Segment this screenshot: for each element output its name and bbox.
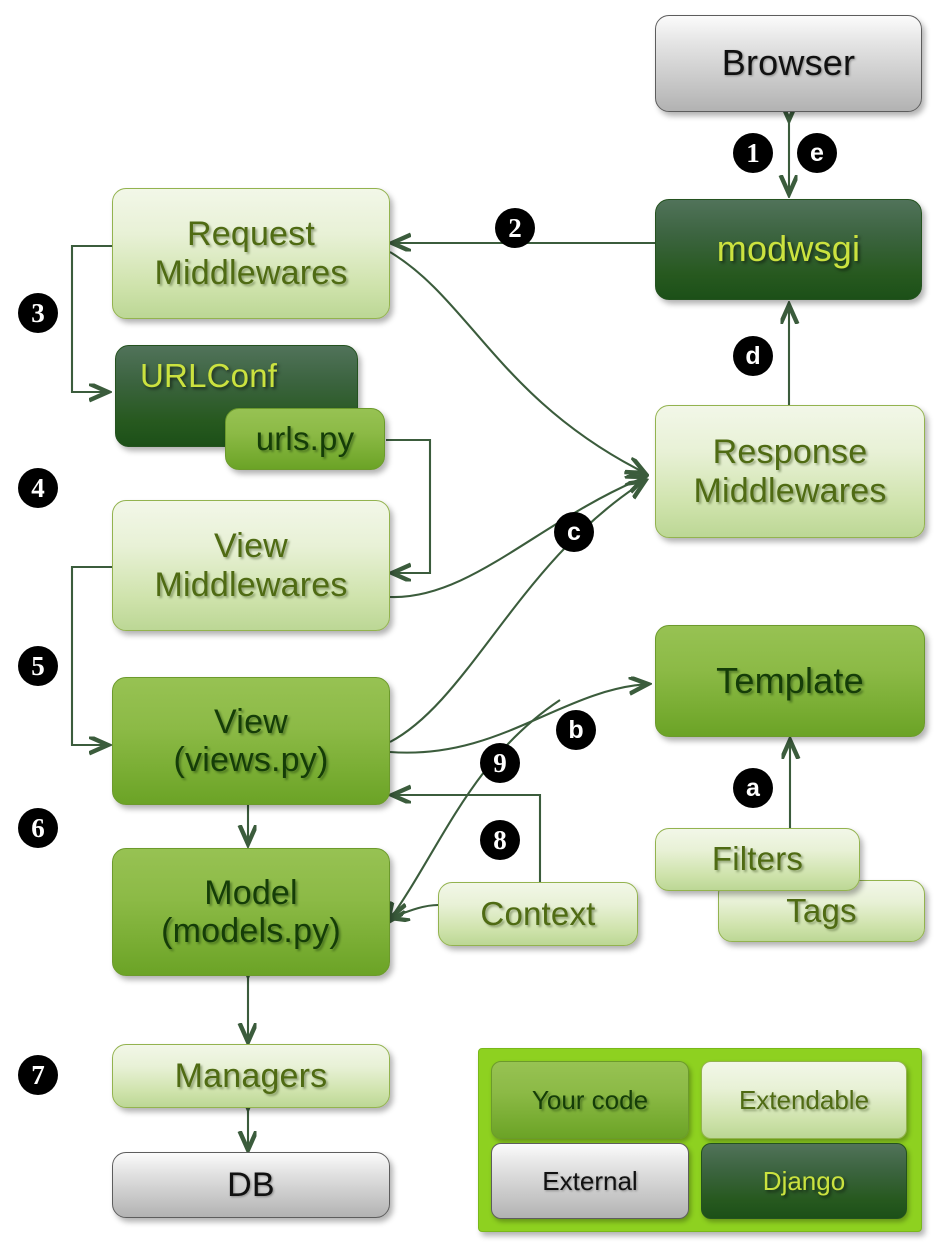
node-filters[interactable]: Filters	[655, 828, 860, 891]
node-model[interactable]: Model (models.py)	[112, 848, 390, 976]
node-managers[interactable]: Managers	[112, 1044, 390, 1108]
legend-item-django-label: Django	[762, 1165, 846, 1196]
node-urlspy-label: urls.py	[255, 419, 355, 457]
node-view[interactable]: View (views.py)	[112, 677, 390, 805]
node-urlspy[interactable]: urls.py	[225, 408, 385, 470]
wire-request-urlconf	[70, 244, 112, 392]
node-modwsgi-label: modwsgi	[716, 228, 861, 270]
wire-viewmw-response	[389, 477, 645, 599]
legend-item-extendable-label: Extendable	[738, 1084, 870, 1115]
badge-c: c	[554, 512, 594, 552]
node-response-middlewares[interactable]: Response Middlewares	[655, 405, 925, 538]
node-context-label: Context	[480, 894, 596, 932]
badge-e: e	[797, 133, 837, 173]
legend-item-your-code-label: Your code	[531, 1084, 649, 1115]
node-filters-label: Filters	[711, 840, 804, 878]
legend-item-external-label: External	[542, 1165, 638, 1196]
legend-item-extendable[interactable]: Extendable	[701, 1061, 907, 1139]
node-template-label: Template	[716, 659, 864, 701]
node-view-middlewares-line2: Middlewares	[154, 565, 348, 604]
node-response-middlewares-line1: Response	[712, 433, 868, 472]
node-managers-label: Managers	[174, 1056, 328, 1095]
node-view-line2: (views.py)	[173, 741, 329, 779]
node-request-middlewares-line2: Middlewares	[154, 253, 348, 292]
node-browser[interactable]: Browser	[655, 15, 922, 112]
legend-item-your-code[interactable]: Your code	[491, 1061, 689, 1139]
node-db-label: DB	[227, 1165, 275, 1204]
badge-1: 1	[733, 133, 773, 173]
node-browser-label: Browser	[721, 42, 856, 84]
node-tags-label: Tags	[786, 891, 857, 929]
node-modwsgi[interactable]: modwsgi	[655, 199, 922, 300]
badge-9: 9	[480, 743, 520, 783]
node-response-middlewares-line2: Middlewares	[693, 471, 887, 510]
legend-item-external[interactable]: External	[491, 1143, 689, 1219]
badge-3: 3	[18, 293, 58, 333]
wire-viewmw-view	[70, 565, 112, 745]
node-model-line2: (models.py)	[161, 912, 341, 950]
node-view-line1: View	[214, 702, 288, 741]
badge-2: 2	[495, 208, 535, 248]
wire-view-response	[389, 481, 645, 743]
node-request-middlewares-line1: Request	[186, 215, 316, 254]
node-view-middlewares-line1: View	[214, 527, 288, 566]
badge-5: 5	[18, 646, 58, 686]
badge-6: 6	[18, 808, 58, 848]
wire-view-template	[389, 684, 648, 754]
node-urlconf-label: URLConf	[140, 357, 278, 394]
node-request-middlewares[interactable]: Request Middlewares	[112, 188, 390, 319]
legend-item-django[interactable]: Django	[701, 1143, 907, 1219]
wire-context-model	[390, 905, 439, 918]
badge-4: 4	[18, 468, 58, 508]
node-context[interactable]: Context	[438, 882, 638, 946]
badge-b: b	[556, 710, 596, 750]
node-db[interactable]: DB	[112, 1152, 390, 1218]
badge-8: 8	[480, 820, 520, 860]
badge-a: a	[733, 768, 773, 808]
node-template[interactable]: Template	[655, 625, 925, 737]
wire-urlspy-viewmw	[386, 438, 432, 573]
node-view-middlewares[interactable]: View Middlewares	[112, 500, 390, 631]
badge-d: d	[733, 336, 773, 376]
legend-panel: Your code Extendable External Django	[478, 1048, 922, 1232]
badge-7: 7	[18, 1055, 58, 1095]
wire-request-response	[389, 251, 645, 473]
node-model-line1: Model	[204, 873, 298, 912]
